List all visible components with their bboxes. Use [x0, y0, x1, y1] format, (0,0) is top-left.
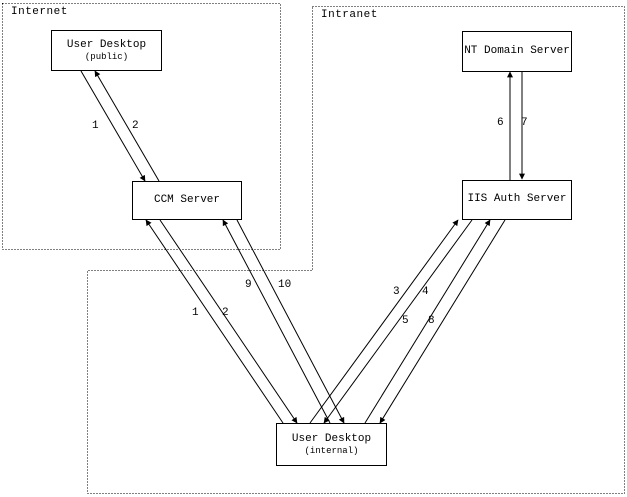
node-subtitle: (internal) — [304, 445, 359, 456]
edge-lines — [80, 70, 525, 424]
node-title: NT Domain Server — [464, 44, 570, 57]
edge-line-2-ccm-to-public-desktop — [94, 70, 160, 182]
edge-line-9-internal-desktop-to-ccm — [222, 219, 331, 424]
intranet-zone-outline — [87, 6, 625, 494]
node-user-desktop-internal: User Desktop (internal) — [276, 423, 387, 466]
intranet-zone-label: Intranet — [321, 9, 378, 21]
edge-label-1-public: 1 — [92, 120, 99, 132]
edge-line-8-iis-to-internal-desktop — [379, 219, 506, 424]
edge-line-5-internal-desktop-to-iis — [364, 219, 491, 424]
edge-label-3: 3 — [393, 286, 400, 298]
edge-line-1-public-desktop-to-ccm — [80, 70, 146, 182]
edge-line-4-iis-to-internal-desktop — [323, 219, 473, 424]
node-nt-domain-server: NT Domain Server — [462, 31, 572, 72]
node-user-desktop-public: User Desktop (public) — [51, 30, 162, 71]
node-subtitle: (public) — [84, 51, 129, 62]
node-title: CCM Server — [153, 193, 220, 206]
edge-label-4: 4 — [422, 286, 429, 298]
internet-zone-label: Internet — [11, 6, 68, 18]
node-iis-auth-server: IIS Auth Server — [462, 180, 572, 220]
edge-label-2-internal: 2 — [222, 307, 229, 319]
edge-line-3-internal-desktop-to-iis — [309, 219, 459, 424]
edge-line-1-internal-desktop-to-ccm — [145, 219, 284, 424]
zone-outlines — [2, 3, 625, 494]
node-ccm-server: CCM Server — [132, 181, 242, 220]
node-title: IIS Auth Server — [467, 193, 567, 206]
edge-label-10: 10 — [278, 279, 292, 291]
edge-label-6: 6 — [497, 117, 504, 129]
edge-label-9: 9 — [245, 279, 252, 291]
edge-label-8: 8 — [428, 315, 435, 327]
internet-zone-outline — [2, 3, 281, 250]
edge-label-5: 5 — [402, 315, 409, 327]
edge-line-10-ccm-to-internal-desktop — [236, 219, 345, 424]
edge-label-1-internal: 1 — [192, 307, 199, 319]
edge-label-7: 7 — [521, 117, 528, 129]
edge-label-2-public: 2 — [132, 120, 139, 132]
edge-line-2-ccm-to-internal-desktop — [159, 219, 298, 424]
node-title: User Desktop — [291, 432, 372, 445]
node-title: User Desktop — [66, 38, 147, 51]
